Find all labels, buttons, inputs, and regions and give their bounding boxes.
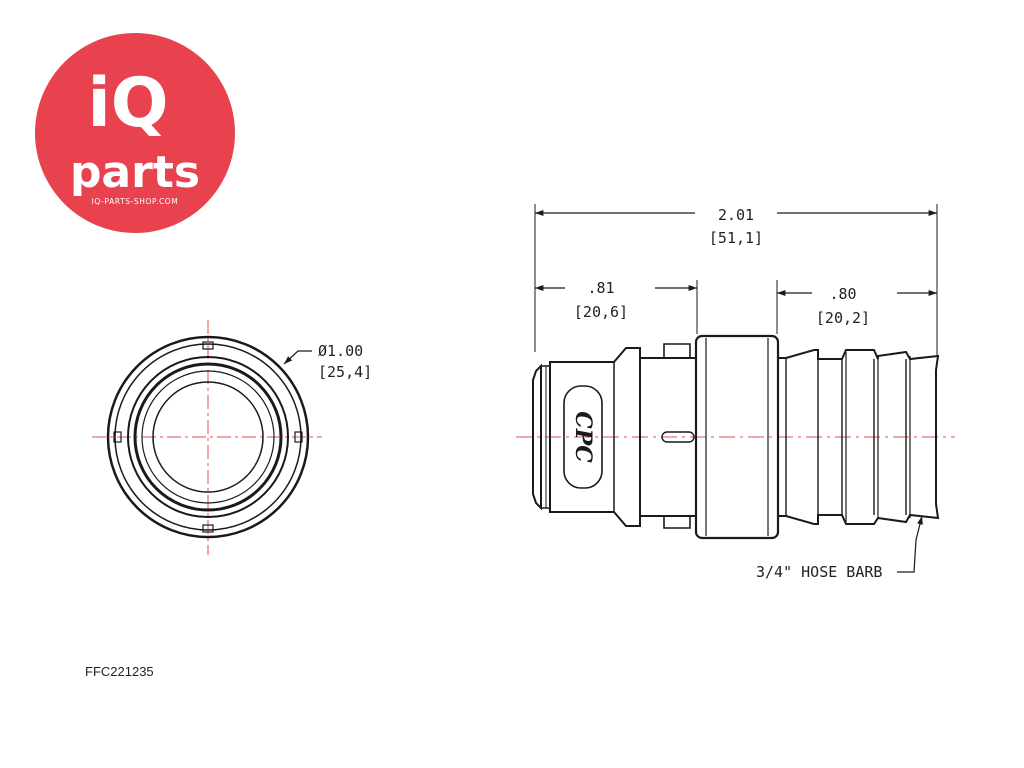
middle-ring	[127, 356, 289, 518]
right-dim-mm: [20,2]	[816, 309, 870, 327]
locking-pin	[661, 431, 695, 443]
main-ring	[694, 334, 780, 540]
logo-circle	[35, 33, 235, 233]
diameter-label-mm: [25,4]	[318, 363, 372, 381]
end-view	[92, 320, 322, 555]
logo-parts: parts	[70, 147, 200, 198]
outer-ring	[106, 335, 310, 539]
cpc-logo-plate	[563, 385, 603, 489]
logo-url: IQ-PARTS-SHOP.COM	[92, 197, 179, 206]
latch-bump	[663, 343, 691, 358]
collar-ring	[133, 362, 283, 512]
side-view	[516, 204, 955, 573]
outer-ring-inner-edge	[114, 343, 302, 531]
hose-barb-leader	[897, 515, 923, 573]
latch-tab-right	[294, 431, 303, 443]
latch-tab-top	[202, 341, 214, 350]
hose-barb	[777, 349, 940, 525]
hose-barb-callout: 3/4" HOSE BARB	[756, 563, 882, 581]
left-dim-in: .81	[587, 279, 614, 297]
diameter-label-in: Ø1.00	[318, 342, 363, 360]
right-dim-in: .80	[829, 285, 856, 303]
latch-bump-bottom	[663, 516, 691, 529]
left-dim-mm: [20,6]	[574, 303, 628, 321]
part-number: FFC221235	[85, 664, 154, 679]
bore	[152, 381, 264, 493]
latch-tab-left	[113, 431, 122, 443]
overall-dim-mm: [51,1]	[709, 229, 763, 247]
logo-iq: iQ	[87, 64, 168, 143]
overall-dim-in: 2.01	[718, 206, 754, 224]
body-shell	[549, 347, 641, 527]
diameter-leader	[283, 350, 312, 365]
iq-parts-logo: iQ parts IQ-PARTS-SHOP.COM	[35, 33, 235, 233]
cpc-brand-mark: CPC	[570, 411, 596, 463]
latch-tab-bottom	[202, 524, 214, 533]
collar-inner-ring	[141, 370, 275, 504]
